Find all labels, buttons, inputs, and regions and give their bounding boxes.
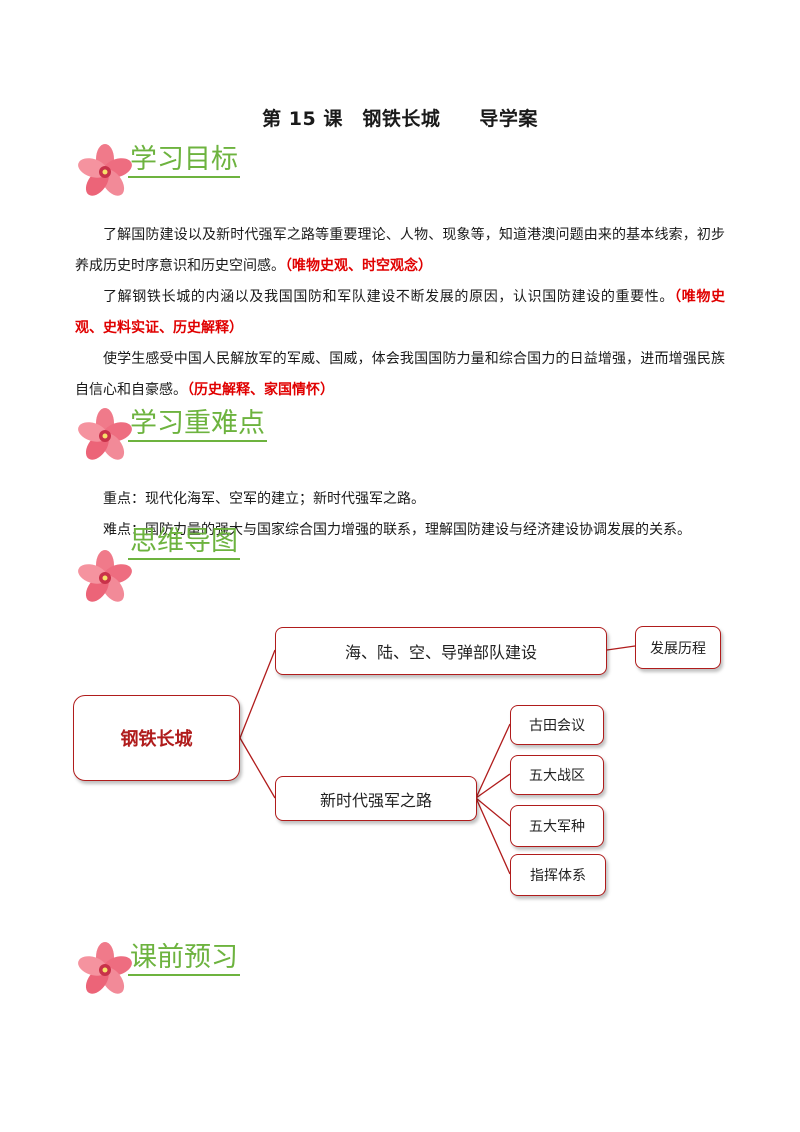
mind-map-node-theater-commands: 五大战区 — [510, 755, 604, 795]
mind-map-node-branch2: 新时代强军之路 — [275, 776, 477, 821]
section-heading-goals: 学习目标 — [76, 142, 336, 202]
mind-map-root-node: 钢铁长城 — [73, 695, 240, 781]
difficult-point: 难点：国防力量的强大与国家综合国力增强的联系，理解国防建设与经济建设协调发展的关… — [103, 522, 691, 538]
goal-paragraph-2: 了解钢铁长城的内涵以及我国国防和军队建设不断发展的原因，认识国防建设的重要性。（… — [75, 289, 726, 336]
section-title: 思维导图 — [128, 526, 240, 560]
section-title: 学习目标 — [128, 144, 240, 178]
page-title: 第 15 课 钢铁长城 导学案 — [262, 108, 538, 130]
section-heading-mind-map: 思维导图 — [76, 524, 336, 602]
flower-icon — [78, 144, 132, 196]
section-title: 课前预习 — [128, 942, 240, 976]
flower-icon — [78, 550, 132, 602]
section-heading-key-points: 学习重难点 — [76, 406, 336, 466]
important-point: 重点：现代化海军、空军的建立；新时代强军之路。 — [103, 491, 425, 507]
mind-map: 钢铁长城 海、陆、空、导弹部队建设 发展历程 新时代强军之路 古田会议 五大战区… — [0, 600, 800, 920]
section-heading-preview: 课前预习 — [76, 940, 336, 1000]
section-title: 学习重难点 — [128, 408, 267, 442]
flower-icon — [78, 942, 132, 994]
mind-map-node-branch1: 海、陆、空、导弹部队建设 — [275, 627, 607, 675]
mind-map-node-services: 五大军种 — [510, 805, 604, 847]
goal-paragraph-3: 使学生感受中国人民解放军的军威、国威，体会我国国防力量和综合国力的日益增强，进而… — [75, 351, 725, 398]
goal-paragraph-1: 了解国防建设以及新时代强军之路等重要理论、人物、现象等，知道港澳问题由来的基本线… — [75, 227, 725, 274]
mind-map-connectors — [239, 645, 636, 875]
mind-map-node-gutian: 古田会议 — [510, 705, 604, 745]
mind-map-node-command-system: 指挥体系 — [510, 854, 606, 896]
mind-map-node-development: 发展历程 — [635, 626, 721, 669]
flower-icon — [78, 408, 132, 460]
